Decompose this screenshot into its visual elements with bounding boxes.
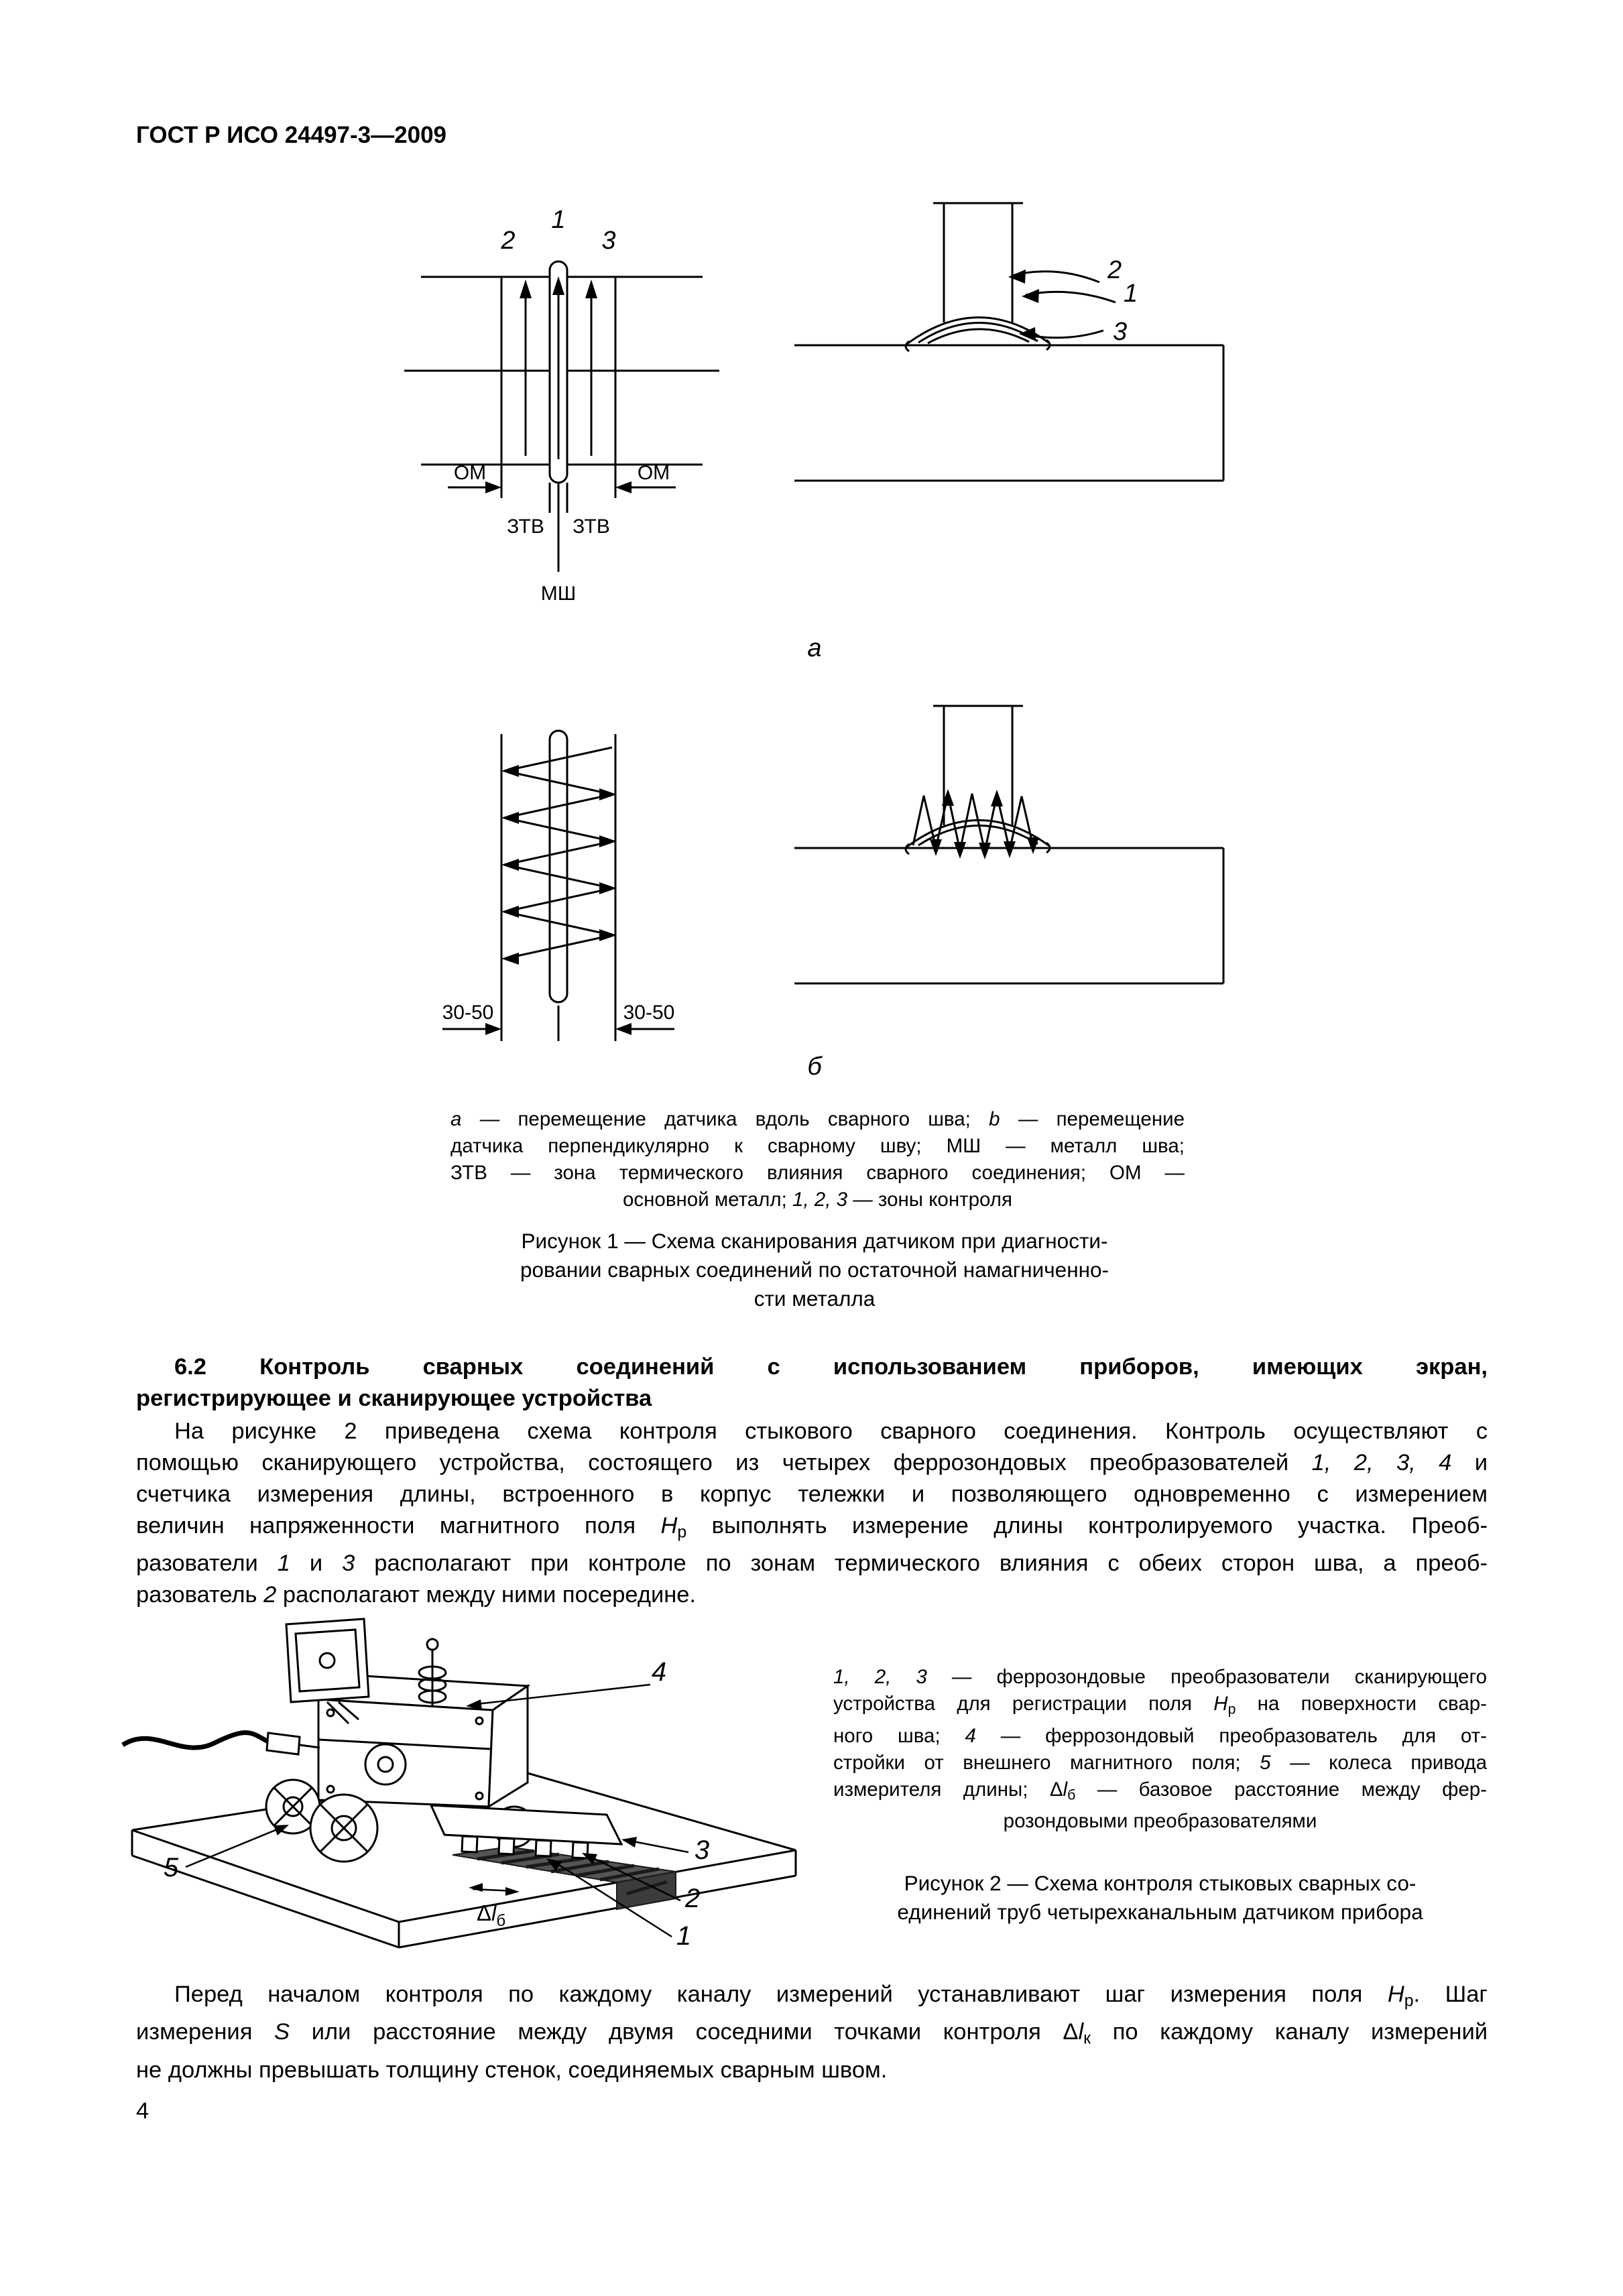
callout-5: 5	[164, 1853, 179, 1882]
distance-left-label: 30-50	[442, 1002, 494, 1024]
callout-3: 3	[695, 1835, 709, 1865]
fig1b-labels: 30-50 30-50	[442, 1002, 675, 1024]
section-6-2-paragraph: На рисунке 2 приведена схема контроля ст…	[136, 1418, 1488, 1608]
haz-right-label: ЗТВ	[573, 516, 610, 538]
figure1-legend: а — перемещение датчика вдоль сварного ш…	[450, 1108, 1185, 1211]
closing-paragraph: Перед началом контроля по каждому каналу…	[136, 1982, 1488, 2083]
pipe-zone-2-label: 2	[1107, 256, 1122, 284]
ferroprobe-block	[429, 1804, 623, 1860]
distance-right-label: 30-50	[623, 1002, 675, 1024]
figure2-caption: Рисунок 2 — Схема контроля стыковых свар…	[897, 1871, 1423, 1924]
pipe-zone-1-label: 1	[1124, 280, 1138, 308]
fig1b-arrowheads	[485, 765, 632, 1035]
callout-2: 2	[684, 1884, 700, 1913]
section-6-2-heading: 6.2 Контроль сварных соединений с исполь…	[136, 1354, 1488, 1411]
fig1a-pipe-arrowheads	[1008, 269, 1039, 341]
weld-seam-shape	[548, 729, 568, 1004]
fig1b-pipe-arrowheads	[930, 789, 1039, 859]
figure1b-weld-across-diagram: 30-50 30-50	[442, 729, 675, 1041]
page-number: 4	[136, 2098, 149, 2124]
zone-2-label: 2	[500, 227, 515, 255]
figure2-device-drawing: 4 3 2 1 5 Δlб	[121, 1618, 797, 1951]
base-metal-left-label: ОМ	[454, 462, 486, 484]
fig1a-arrowheads	[485, 276, 632, 493]
zone-3-label: 3	[601, 227, 615, 255]
fig1a-pipe-lines	[794, 202, 1225, 482]
callout-base-distance: Δlб	[477, 1900, 505, 1930]
figure1-sublabel-a: а	[807, 634, 822, 662]
pipe-zone-3-label: 3	[1113, 318, 1127, 346]
zone-1-label: 1	[551, 206, 565, 234]
figure1a-weld-along-diagram: 1 2 3 ОМ ОМ ЗТВ ЗТВ МШ	[404, 206, 719, 605]
fig1b-lines	[442, 729, 674, 1041]
figure1-sublabel-b: б	[807, 1052, 822, 1081]
callout-4: 4	[652, 1657, 666, 1687]
callout-labels: 4 3 2 1 5 Δlб	[164, 1657, 709, 1951]
base-metal-right-label: ОМ	[638, 462, 670, 484]
fig1a-labels: 1 2 3 ОМ ОМ ЗТВ ЗТВ МШ	[454, 206, 670, 605]
weld-seam-band	[452, 1846, 676, 1911]
weld-metal-label: МШ	[541, 583, 577, 605]
figure2-legend: 1, 2, 3 — феррозондовые преобразователи …	[833, 1666, 1487, 1833]
figure1-caption: Рисунок 1 — Схема сканирования датчиком …	[520, 1229, 1109, 1311]
external-field-sensor-mount	[418, 1638, 447, 1706]
cable	[121, 1730, 320, 1756]
callout-1: 1	[676, 1921, 691, 1951]
fig1a-pipe-labels: 2 1 3	[1107, 256, 1138, 346]
figure1a-pipe-along-diagram: 2 1 3	[794, 202, 1225, 482]
callout-leaders	[185, 1683, 689, 1938]
callout-arrowheads	[274, 1699, 637, 1896]
fig1a-lines	[404, 260, 719, 572]
standard-designation: ГОСТ Р ИСО 24497-3—2009	[136, 122, 446, 148]
figure1b-pipe-across-diagram	[794, 705, 1225, 985]
cart-bracket	[285, 1618, 370, 1725]
haz-left-label: ЗТВ	[507, 516, 544, 538]
